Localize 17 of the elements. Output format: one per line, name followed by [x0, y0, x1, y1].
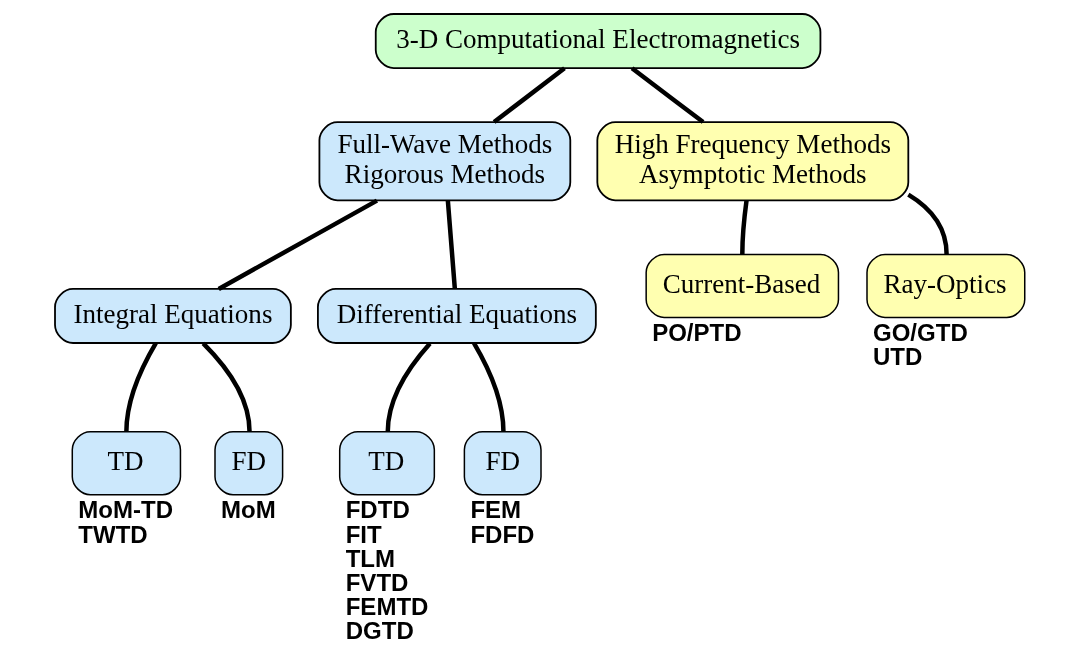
connector [492, 66, 566, 124]
connector [907, 192, 949, 255]
node-box: Differential Equations [317, 288, 597, 344]
node-box: High Frequency Methods Asymptotic Methods [596, 121, 910, 202]
connector [472, 341, 506, 432]
connector [385, 341, 432, 432]
connector [201, 341, 252, 432]
node-label: MoM [221, 496, 276, 524]
node-box: 3-D Computational Electromagnetics [374, 13, 822, 69]
connector [740, 200, 749, 255]
node-box: Integral Equations [54, 288, 292, 344]
node-box: Full-Wave Methods Rigorous Methods [318, 121, 572, 202]
connector [630, 66, 705, 124]
connector [445, 200, 458, 290]
connector [217, 198, 379, 291]
connector [124, 341, 158, 432]
node-label: PO/PTD [652, 319, 742, 347]
